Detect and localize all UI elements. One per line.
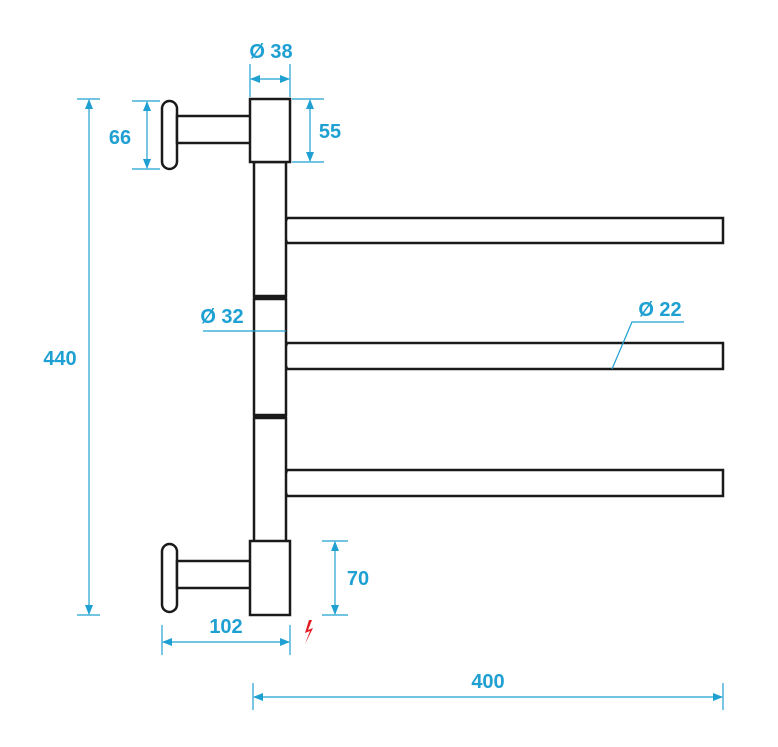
towel-bar-middle (283, 341, 725, 371)
lightning-bolt-icon (305, 620, 313, 644)
bar-diameter-leader (611, 321, 684, 370)
vertical-pipe-segment-1 (252, 160, 288, 298)
dimension-annotations: Ø 38 66 55 440 Ø 32 Ø 22 70 102 (43, 41, 724, 710)
bar-length-label: 400 (471, 671, 504, 693)
towel-rail-outline (160, 97, 725, 617)
bottom-mount-block (248, 539, 292, 617)
bottom-mount-height-label: 70 (347, 568, 369, 590)
bottom-bracket-arm (175, 559, 253, 590)
vertical-pipe-segment-2 (252, 297, 288, 417)
top-wall-flange (160, 99, 179, 171)
bottom-wall-flange (160, 542, 179, 614)
top-mount-block (248, 97, 292, 164)
towel-bar-bottom (283, 468, 725, 498)
vertical-pipe-segment-3 (252, 416, 288, 544)
wall-distance-label: 102 (209, 616, 242, 638)
pipe-diameter-label: Ø 32 (200, 306, 243, 328)
bracket-height-label: 66 (109, 127, 131, 149)
total-height-label: 440 (43, 348, 76, 370)
swivel-joint-1 (253, 295, 287, 300)
towel-bar-top (283, 216, 725, 245)
top-mount-height-label: 55 (319, 121, 341, 143)
mount-diameter-label: Ø 38 (249, 41, 292, 63)
bar-diameter-label: Ø 22 (638, 299, 681, 321)
swivel-joint-2 (253, 414, 287, 419)
top-bracket-arm (175, 114, 253, 145)
